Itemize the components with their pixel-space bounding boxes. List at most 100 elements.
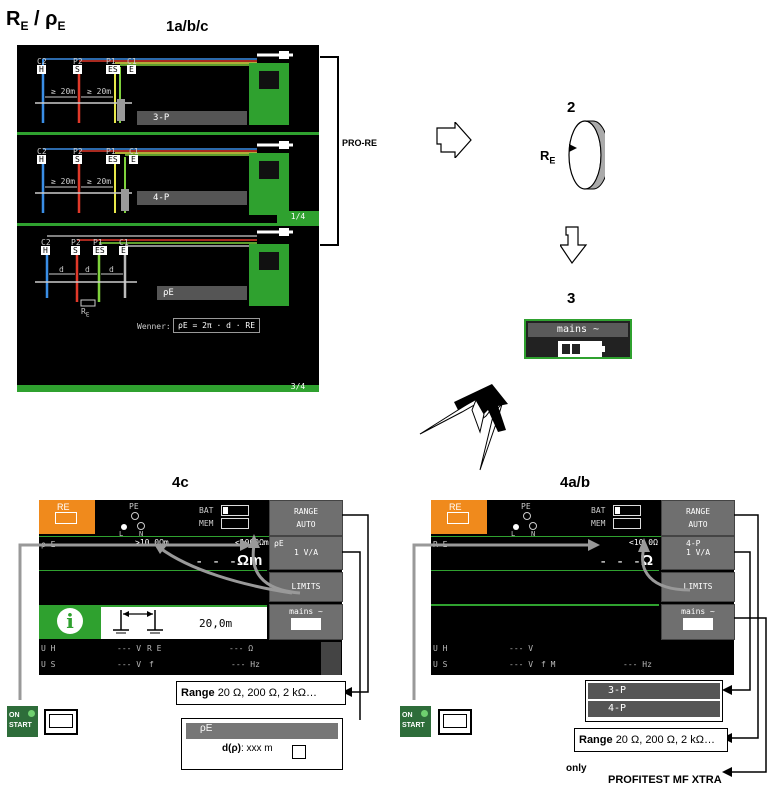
n-label: N [531, 530, 536, 538]
screen-b-wiring [35, 141, 293, 215]
mem-indicator [221, 518, 249, 529]
screen-a-dist2: ≥ 20m [87, 87, 112, 96]
screen-b-c2: C2 [37, 147, 47, 156]
screen-c-wenner-label: Wenner: [137, 322, 171, 331]
screen-b-mode: 4-P [137, 191, 247, 205]
bat-indicator [613, 505, 641, 516]
re-footer-value: --- Ω [229, 644, 254, 653]
measured-value: - - - [195, 554, 238, 570]
screen-c-page: 3/4 [290, 382, 306, 391]
arrow-right-icon [436, 122, 472, 158]
screen-b-p1-box: ES [106, 155, 120, 164]
screen-a-c1-box: E [127, 65, 136, 74]
step-1-label: 1a/b/c [166, 18, 209, 35]
mains-button[interactable]: mains ~ [661, 604, 735, 640]
screen-c-p1: P1 [93, 238, 103, 247]
f-label: f [149, 660, 154, 669]
mem-label: MEM [591, 519, 606, 528]
f-value: --- Hz [231, 660, 260, 669]
screen-c-p2-box: S [71, 246, 80, 255]
press-key-icon [419, 384, 508, 471]
screen-a-mode: 3-P [137, 111, 247, 125]
pe-label: PE [521, 502, 531, 511]
arrow-down-icon [560, 226, 588, 265]
step-3-label: 3 [567, 290, 576, 307]
step-4c-label: 4c [172, 474, 189, 491]
bat-indicator [221, 505, 249, 516]
screen-a-dist1: ≥ 20m [51, 87, 76, 96]
screen-c-wiring [35, 228, 293, 307]
distance-value: 20,0m [199, 617, 233, 630]
screen-a-p2-box: S [73, 65, 82, 74]
screen-c-mode: ρE [157, 286, 247, 300]
screen-c-c1-box: E [119, 246, 128, 255]
uh-label: U H [41, 644, 56, 653]
pro-re-bracket [320, 56, 339, 246]
product-label: PROFITEST MF XTRA [608, 774, 722, 786]
re-tab: RE [39, 500, 95, 534]
info-icon: i [39, 605, 101, 639]
screen-c-c2-box: H [41, 246, 50, 255]
uh-value: --- V [509, 644, 534, 653]
only-label: only [566, 763, 587, 774]
pro-re-label: PRO-RE [342, 138, 378, 148]
re-footer-label: R E [147, 644, 162, 653]
us-label: U S [433, 660, 448, 669]
limits-button[interactable]: LIMITS [269, 572, 343, 602]
screen-c-c2: C2 [41, 238, 51, 247]
fm-value: --- Hz [623, 660, 652, 669]
display-icon-4ab [438, 709, 472, 735]
on-start-key-4ab[interactable]: ON START [400, 706, 431, 737]
measured-value: - - - [599, 554, 642, 570]
l-label: L [511, 530, 516, 538]
screen-b-p2-box: S [73, 155, 82, 164]
screen-4c-arrows [18, 514, 369, 720]
fm-label: f M [541, 660, 556, 669]
us-label: U S [41, 660, 56, 669]
screen-a-wiring [35, 51, 293, 125]
limits-button[interactable]: LIMITS [661, 572, 735, 602]
screen-a-p1-box: ES [106, 65, 120, 74]
step-4ab-label: 4a/b [560, 474, 591, 491]
l-label: L [119, 530, 124, 538]
screen-b-c1: C1 [129, 147, 139, 156]
us-value: --- V [509, 660, 534, 669]
battery-icon [558, 341, 605, 357]
screen-c-wenner-formula: ρE = 2π · d · RE [173, 318, 261, 333]
screen-b-c2-box: H [37, 155, 46, 164]
screen-c-d1: d [59, 265, 64, 274]
screen-c-p2: P2 [71, 238, 81, 247]
rotary-switch-icon [568, 120, 605, 190]
screen-b-c1-box: E [129, 155, 138, 164]
measured-unit: Ωm [237, 552, 263, 569]
us-value: --- V [117, 660, 142, 669]
step-2-label: 2 [567, 99, 576, 116]
bat-label: BAT [199, 506, 214, 515]
screen-c-p1-box: ES [93, 246, 107, 255]
mode-3p: 3-P [588, 683, 720, 699]
screen-b-dist1: ≥ 20m [51, 177, 76, 186]
range-options-4c: Range 20 Ω, 200 Ω, 2 kΩ… [176, 681, 346, 705]
uh-label: U H [433, 644, 448, 653]
mem-label: MEM [199, 519, 214, 528]
mains-button[interactable]: mains ~ [269, 604, 343, 640]
edit-icon [292, 745, 306, 759]
screen-a-c2-box: H [37, 65, 46, 74]
screen-a-p2: P2 [73, 57, 83, 66]
rho-options-4c: ρE d(ρ): xxx m [181, 718, 343, 770]
re-tab: RE [431, 500, 487, 534]
on-start-key-4c[interactable]: ON START [7, 706, 38, 737]
connection-screens: C2 H P2 S P1 ES C1 E ≥ 20m ≥ 20m 3-P C2 … [17, 45, 319, 392]
mode-options-4ab: 3-P 4-P [585, 680, 723, 722]
mains-label: mains ~ [528, 323, 628, 337]
display-icon-4c [44, 709, 78, 735]
screen-b-p1: P1 [106, 147, 116, 156]
n-label: N [139, 530, 144, 538]
screen-b-page: 1/4 [277, 211, 319, 223]
screen-4ab: RE PE L N BAT MEM R E <10,0Ω - - - Ω U H… [431, 500, 735, 675]
bat-label: BAT [591, 506, 606, 515]
